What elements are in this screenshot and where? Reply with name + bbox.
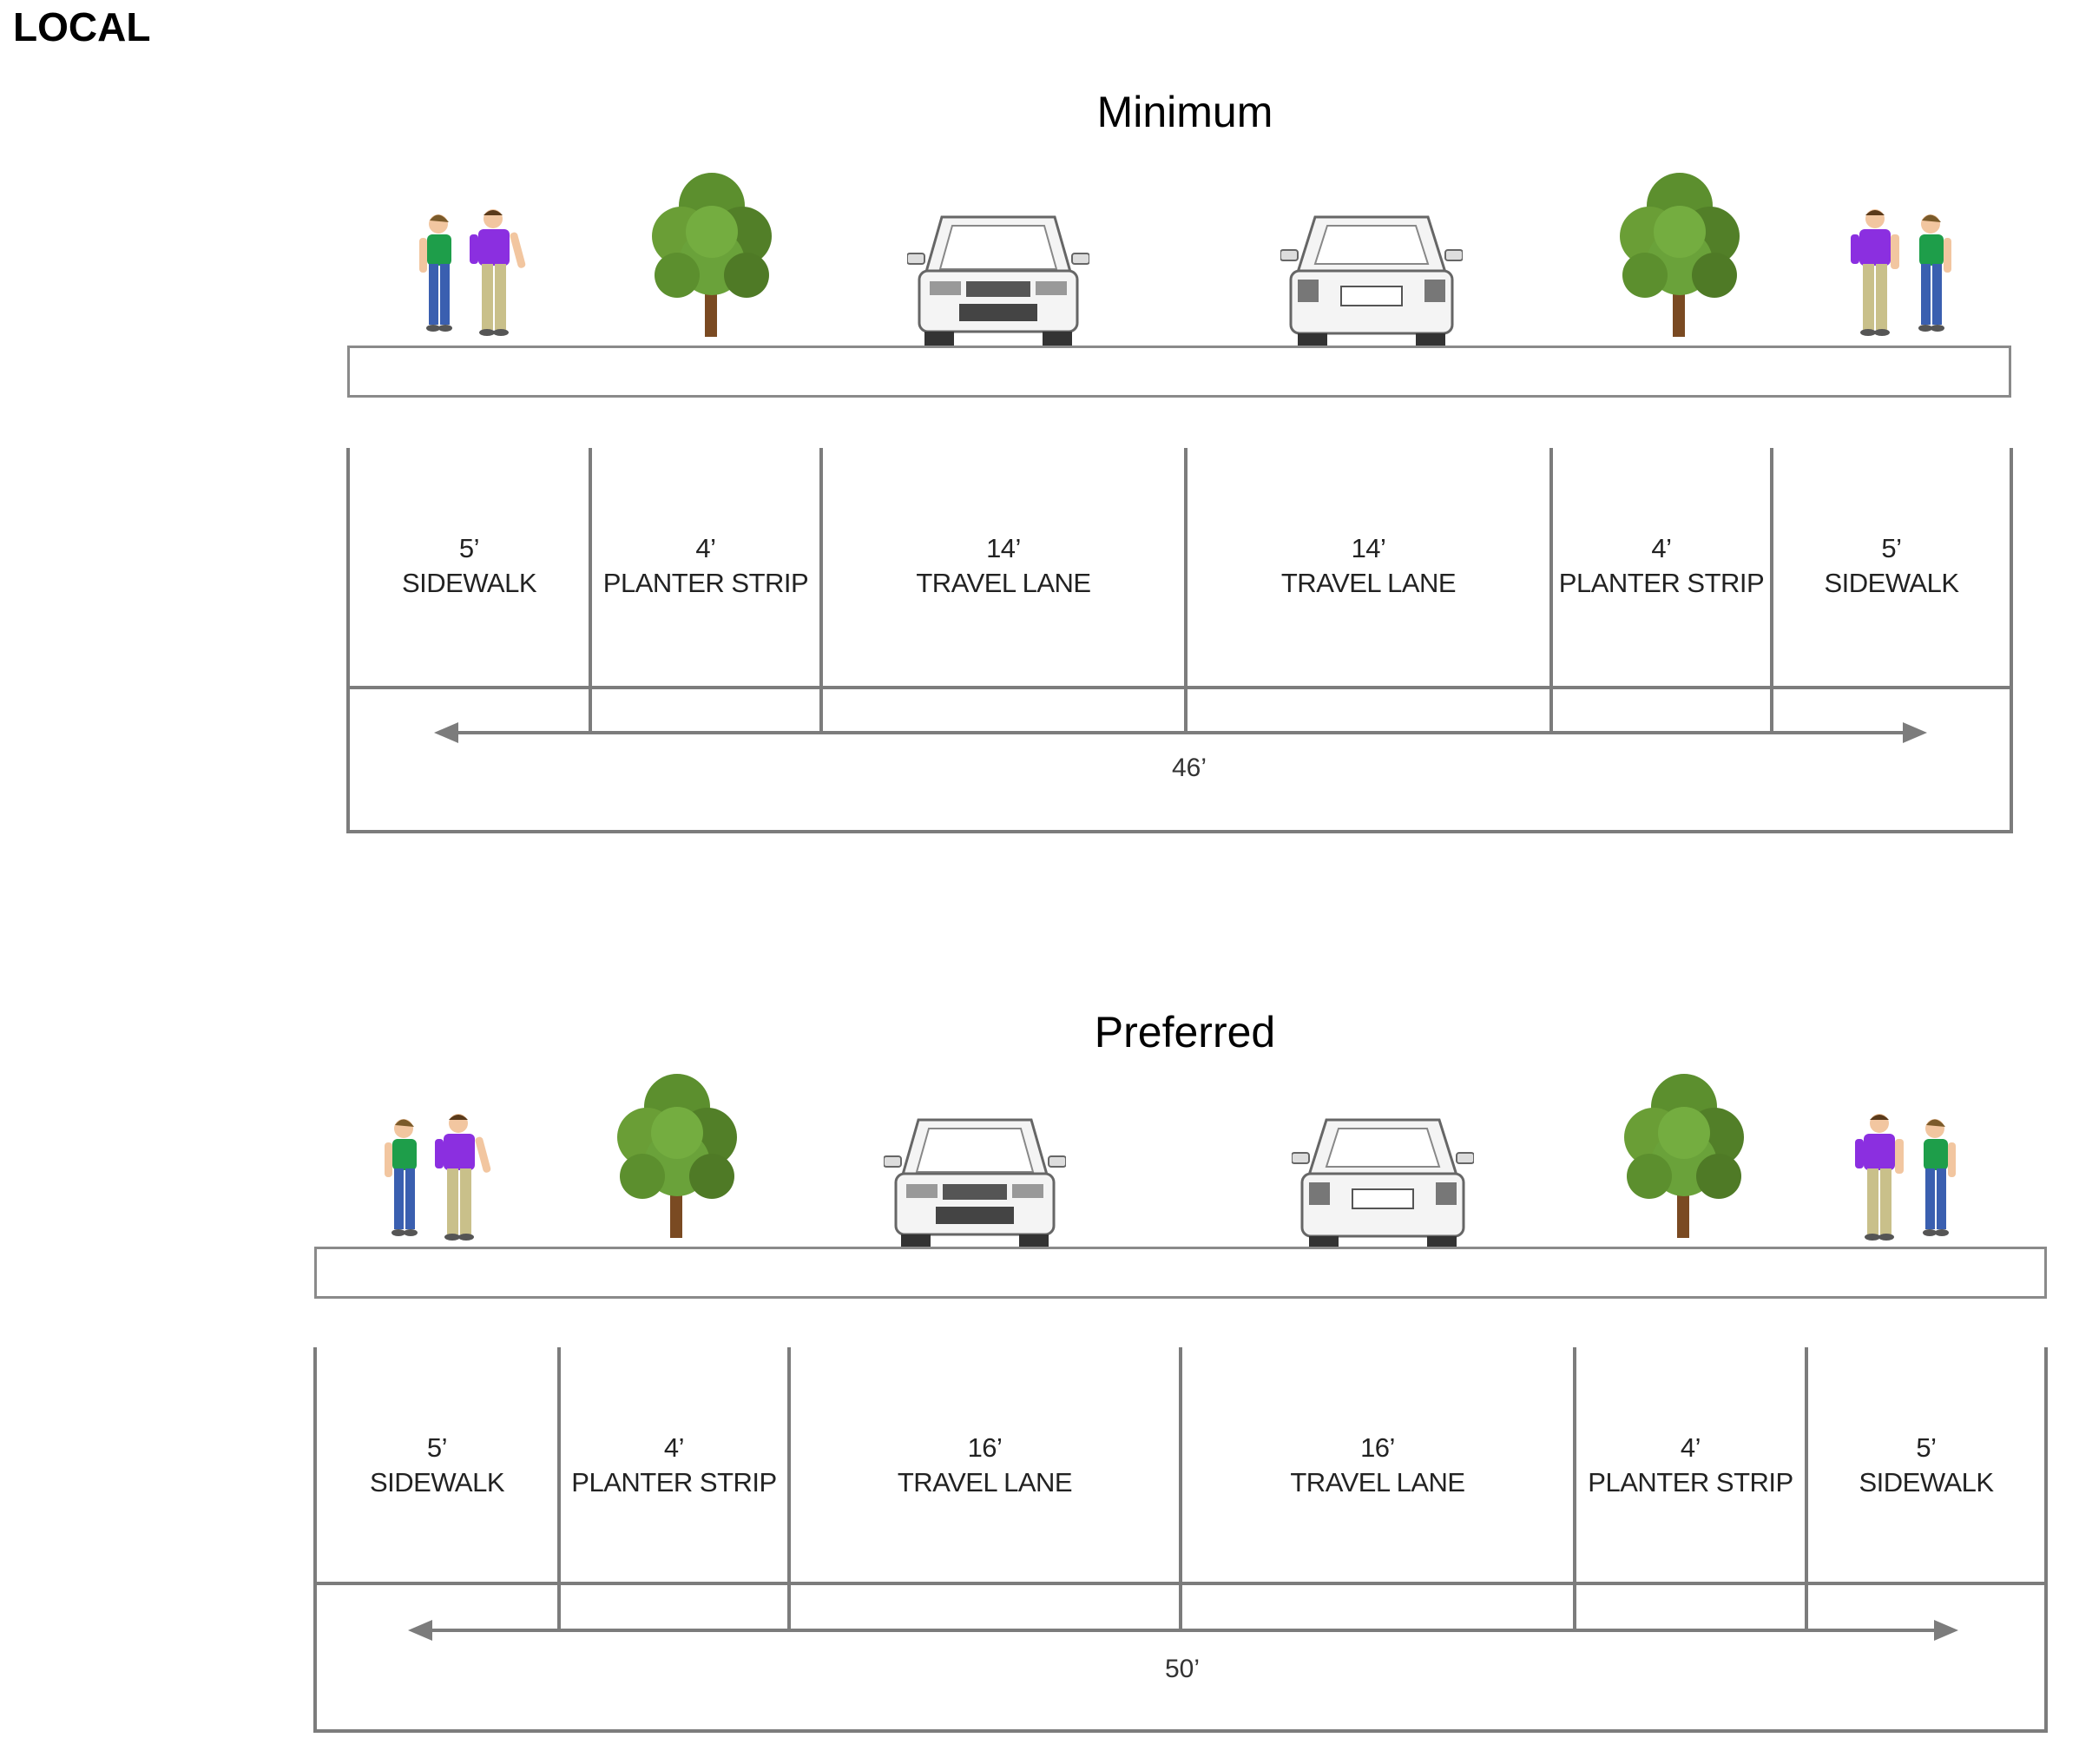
- segment-name: PLANTER STRIP: [1558, 568, 1765, 598]
- segment-divider: [1184, 448, 1188, 733]
- segment-name: PLANTER STRIP: [1588, 1467, 1793, 1497]
- segment-width: 5’: [1916, 1432, 1937, 1463]
- pedestrians-icon: [1840, 208, 1970, 347]
- segment-divider: [1179, 1347, 1182, 1630]
- segment-divider: [1770, 448, 1773, 733]
- segment-label: 4’ PLANTER STRIP: [1551, 531, 1772, 601]
- table-border-left: [346, 448, 350, 833]
- segment-width: 4’: [695, 533, 716, 563]
- tree-icon: [1610, 167, 1749, 340]
- table-border-bottom: [313, 1729, 2048, 1733]
- segment-name: TRAVEL LANE: [1290, 1467, 1465, 1497]
- segment-divider: [589, 448, 592, 733]
- segment-width: 16’: [1360, 1432, 1395, 1463]
- pedestrians-icon: [369, 1113, 499, 1252]
- segment-name: PLANTER STRIP: [602, 568, 809, 598]
- minimum-cross-section: Minimum: [0, 0, 2079, 851]
- table-border-bottom: [346, 830, 2013, 833]
- tree-icon: [642, 167, 781, 340]
- segment-name: SIDEWALK: [401, 568, 537, 598]
- pedestrians-icon: [1845, 1113, 1975, 1252]
- segment-name: TRAVEL LANE: [897, 1467, 1073, 1497]
- table-border-left: [313, 1347, 317, 1733]
- segment-divider: [787, 1347, 791, 1630]
- table-border-right: [2044, 1347, 2048, 1733]
- segment-label: 5’ SIDEWALK: [348, 531, 590, 601]
- street-surface: [314, 1247, 2047, 1299]
- car-front-icon: [884, 1113, 1066, 1256]
- segment-name: SIDEWALK: [1859, 1467, 1994, 1497]
- segment-divider: [1805, 1347, 1808, 1630]
- segment-divider: [557, 1347, 561, 1630]
- segment-label: 4’ PLANTER STRIP: [590, 531, 821, 601]
- total-width-label: 46’: [1171, 754, 1207, 782]
- segment-width: 4’: [1651, 533, 1672, 563]
- segment-width: 5’: [426, 1432, 448, 1463]
- table-border-right: [2010, 448, 2013, 833]
- segment-width: 5’: [1881, 533, 1902, 563]
- segment-width: 4’: [663, 1432, 685, 1463]
- segment-name: SIDEWALK: [369, 1467, 505, 1497]
- segment-name: TRAVEL LANE: [916, 568, 1091, 598]
- car-front-icon: [907, 210, 1089, 353]
- pedestrians-icon: [404, 208, 534, 347]
- segment-width: 4’: [1680, 1432, 1701, 1463]
- segment-label: 5’ SIDEWALK: [1772, 531, 2011, 601]
- segment-name: TRAVEL LANE: [1280, 568, 1457, 598]
- segment-divider: [1549, 448, 1553, 733]
- segment-divider: [1573, 1347, 1576, 1630]
- segment-label: 14’ TRAVEL LANE: [821, 531, 1186, 601]
- segment-width: 16’: [967, 1432, 1003, 1463]
- segment-label: 5’ SIDEWALK: [1806, 1431, 2046, 1500]
- segment-label: 4’ PLANTER STRIP: [1575, 1431, 1806, 1500]
- segment-name: SIDEWALK: [1824, 568, 1959, 598]
- table-divider-horizontal: [346, 686, 2013, 689]
- street-surface: [347, 346, 2011, 398]
- segment-label: 4’ PLANTER STRIP: [559, 1431, 789, 1500]
- segment-width: 14’: [986, 533, 1021, 563]
- section-title: Minimum: [1096, 88, 1273, 136]
- tree-icon: [608, 1068, 747, 1241]
- section-title: Preferred: [1094, 1008, 1276, 1056]
- segment-name: PLANTER STRIP: [571, 1467, 777, 1497]
- segment-label: 16’ TRAVEL LANE: [1181, 1431, 1575, 1500]
- segment-width: 5’: [458, 533, 480, 563]
- car-rear-icon: [1292, 1113, 1474, 1256]
- car-rear-icon: [1280, 210, 1463, 353]
- segment-label: 5’ SIDEWALK: [315, 1431, 559, 1500]
- segment-divider: [819, 448, 823, 733]
- segment-width: 14’: [1351, 533, 1386, 563]
- segment-label: 14’ TRAVEL LANE: [1186, 531, 1551, 601]
- tree-icon: [1615, 1068, 1753, 1241]
- page-title: LOCAL: [13, 4, 151, 49]
- dimension-arrow: [408, 1620, 1958, 1641]
- total-width-label: 50’: [1164, 1655, 1201, 1683]
- dimension-arrow: [434, 722, 1927, 743]
- segment-label: 16’ TRAVEL LANE: [789, 1431, 1181, 1500]
